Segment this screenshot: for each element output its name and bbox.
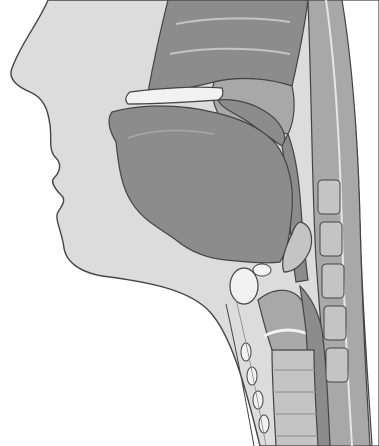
trachea <box>272 350 318 446</box>
nasal-cavity <box>148 0 308 92</box>
hyoid-detail <box>253 264 271 276</box>
hyoid-bone <box>230 268 258 304</box>
